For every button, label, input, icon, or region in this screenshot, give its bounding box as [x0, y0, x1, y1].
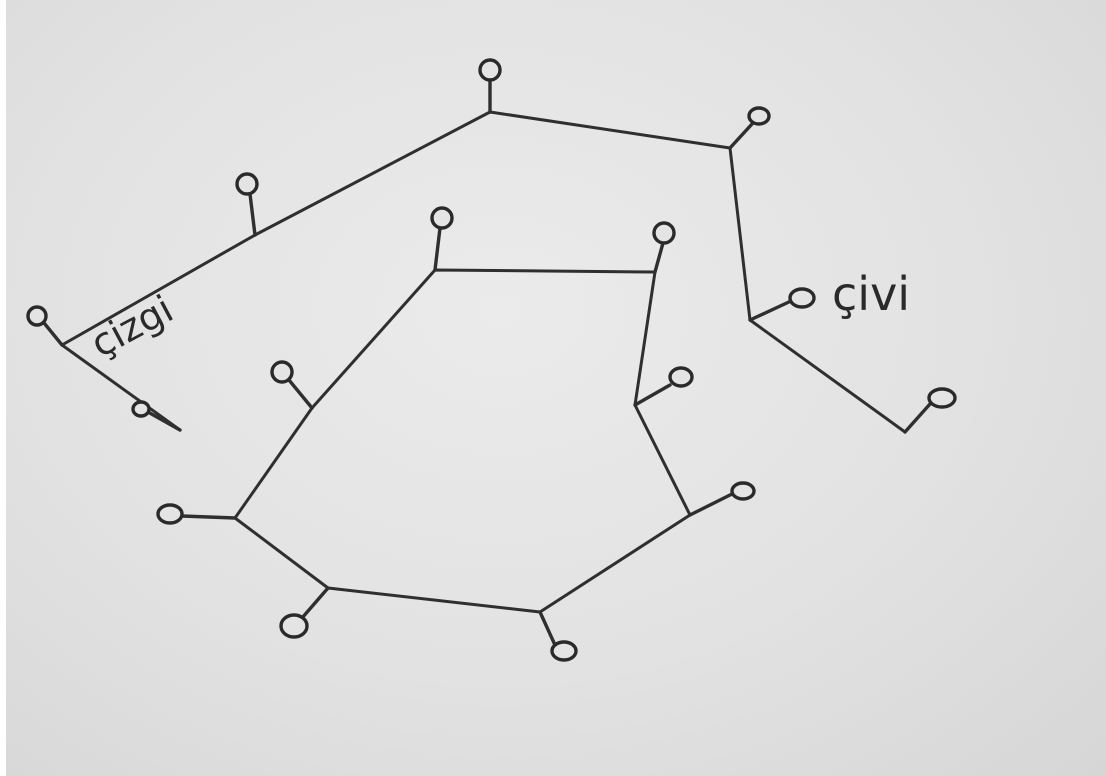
nail: [538, 610, 578, 662]
nail: [156, 503, 237, 525]
nail: [728, 106, 771, 150]
nail: [270, 360, 314, 410]
nail: [430, 206, 454, 272]
nail: [688, 481, 756, 517]
nail: [903, 387, 957, 434]
outer-string-line: [60, 110, 907, 434]
nail: [279, 586, 330, 639]
nail: [633, 366, 694, 407]
nail: [131, 400, 182, 432]
inner-string-shape: [233, 268, 692, 614]
nail: [478, 58, 502, 114]
nail: [26, 305, 64, 347]
nail: [748, 287, 816, 322]
line-label: çizgi: [84, 287, 181, 366]
nail: [235, 172, 259, 237]
nail-label: çivi: [832, 267, 910, 321]
nail: [652, 221, 676, 274]
